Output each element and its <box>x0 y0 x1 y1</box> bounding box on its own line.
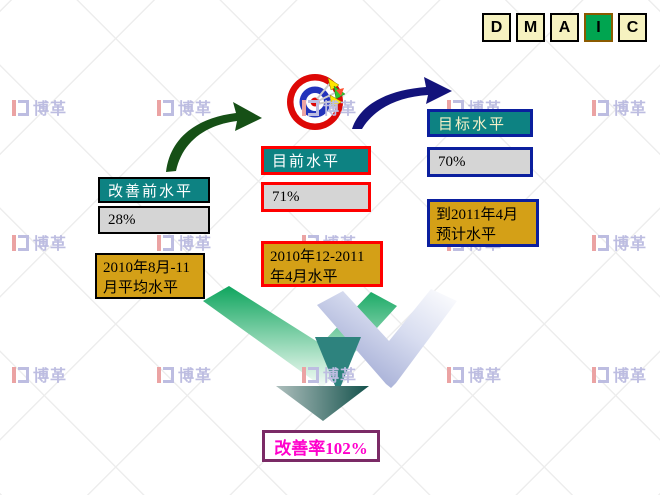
current-level-value: 71% <box>261 182 371 212</box>
darts-icon <box>316 77 346 108</box>
target-level-header: 目标水平 <box>427 109 533 137</box>
curved-arrow-green-icon <box>166 102 262 172</box>
dartboard-target-icon <box>287 74 346 130</box>
before-period-line1: 2010年8月-11 <box>103 260 190 276</box>
target-period-line1: 到2011年4月 <box>436 207 518 223</box>
before-period-line2: 月平均水平 <box>103 280 179 296</box>
dmaic-d: D <box>482 13 511 42</box>
before-level-value: 28% <box>98 206 210 234</box>
curved-arrow-blue-icon <box>352 77 452 129</box>
current-period-line1: 2010年12-2011 <box>270 249 365 265</box>
down-arrowhead <box>276 386 369 421</box>
current-period-line2: 年4月水平 <box>270 269 338 285</box>
dmaic-i-active: I <box>584 13 613 42</box>
dmaic-c: C <box>618 13 647 42</box>
target-period-line2: 预计水平 <box>436 227 497 243</box>
before-level-header: 改善前水平 <box>98 177 210 203</box>
target-level-period: 到2011年4月 预计水平 <box>427 199 539 247</box>
target-level-value: 70% <box>427 147 533 177</box>
current-level-header: 目前水平 <box>261 146 371 175</box>
dmaic-m: M <box>516 13 545 42</box>
dmaic-a: A <box>550 13 579 42</box>
before-level-period: 2010年8月-11 月平均水平 <box>95 253 205 299</box>
converging-arrows-down-icon <box>203 286 457 421</box>
current-level-period: 2010年12-2011 年4月水平 <box>261 241 383 287</box>
improvement-rate-badge: 改善率102% <box>262 430 380 462</box>
dmaic-strip: D M A I C <box>482 13 647 42</box>
